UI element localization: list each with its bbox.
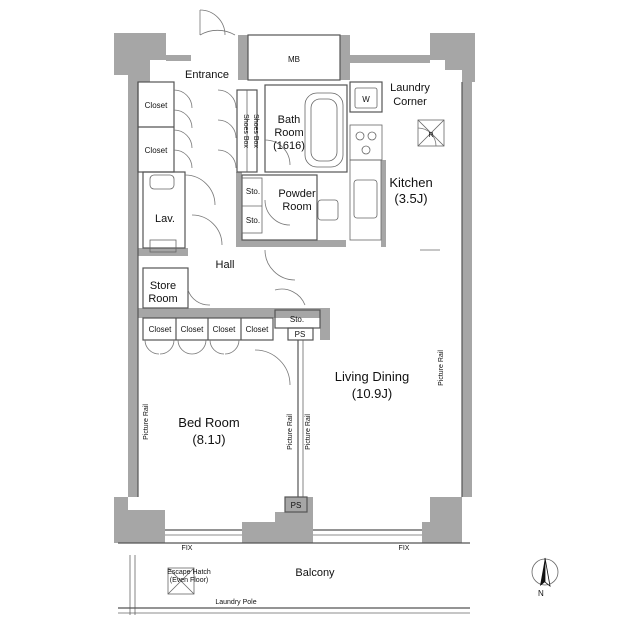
fridge-label: R <box>428 132 433 139</box>
shoes-box-label-2: Shoes Box <box>252 114 259 148</box>
bed-label-1: Bed Room <box>178 415 239 430</box>
sto-label-powder-1: Sto. <box>246 187 260 196</box>
north-label: N <box>538 589 544 598</box>
entrance-label: Entrance <box>185 69 229 81</box>
north-arrow: N <box>531 557 559 598</box>
interior-lines <box>118 34 470 615</box>
structural-walls <box>114 33 475 543</box>
bath-label-2: Room <box>274 127 303 139</box>
bath-label-1: Bath <box>278 114 301 126</box>
closet-label-bed-3: Closet <box>213 325 236 334</box>
laundry-label-2: Corner <box>393 96 427 108</box>
escape-hatch-label-2: (Even Floor) <box>170 577 209 584</box>
living-label-2: (10.9J) <box>352 386 392 401</box>
ps-label-lower: PS <box>291 501 302 510</box>
ps-label-upper: PS <box>295 330 306 339</box>
bath-label-3: (1616) <box>273 140 305 152</box>
picture-rail-label-mid-1: Picture Rail <box>287 414 294 450</box>
laundry-pole-label: Laundry Pole <box>215 599 256 606</box>
picture-rail-label-living: Picture Rail <box>438 350 445 386</box>
closet-label-entrance-1: Closet <box>145 101 168 110</box>
laundry-label-1: Laundry <box>390 82 430 94</box>
sto-label-powder-2: Sto. <box>246 216 260 225</box>
store-label-2: Room <box>148 293 177 305</box>
closet-label-entrance-2: Closet <box>145 146 168 155</box>
hall-label: Hall <box>216 259 235 271</box>
fix-label-right: FIX <box>399 545 410 552</box>
escape-hatch-label-1: Escape Hatch <box>167 569 211 576</box>
picture-rail-label-bed: Picture Rail <box>143 404 150 440</box>
washer-label: W <box>362 95 370 104</box>
fix-label-left: FIX <box>182 545 193 552</box>
kitchen-label-2: (3.5J) <box>394 191 427 206</box>
powder-label-1: Powder <box>278 188 316 200</box>
store-label-1: Store <box>150 280 176 292</box>
powder-label-2: Room <box>282 201 311 213</box>
picture-rail-label-mid-2: Picture Rail <box>305 414 312 450</box>
mb-label: MB <box>288 55 300 64</box>
balcony-label: Balcony <box>295 567 335 579</box>
shoes-box-label-1: Shoes Box <box>242 114 249 148</box>
closet-label-bed-1: Closet <box>149 325 172 334</box>
door-swings <box>144 9 437 386</box>
living-label-1: Living Dining <box>335 369 409 384</box>
bed-label-2: (8.1J) <box>192 432 225 447</box>
closet-label-bed-4: Closet <box>246 325 269 334</box>
kitchen-label-1: Kitchen <box>389 175 432 190</box>
lav-label: Lav. <box>155 213 175 225</box>
sto-label-hall: Sto. <box>290 315 304 324</box>
closet-label-bed-2: Closet <box>181 325 204 334</box>
